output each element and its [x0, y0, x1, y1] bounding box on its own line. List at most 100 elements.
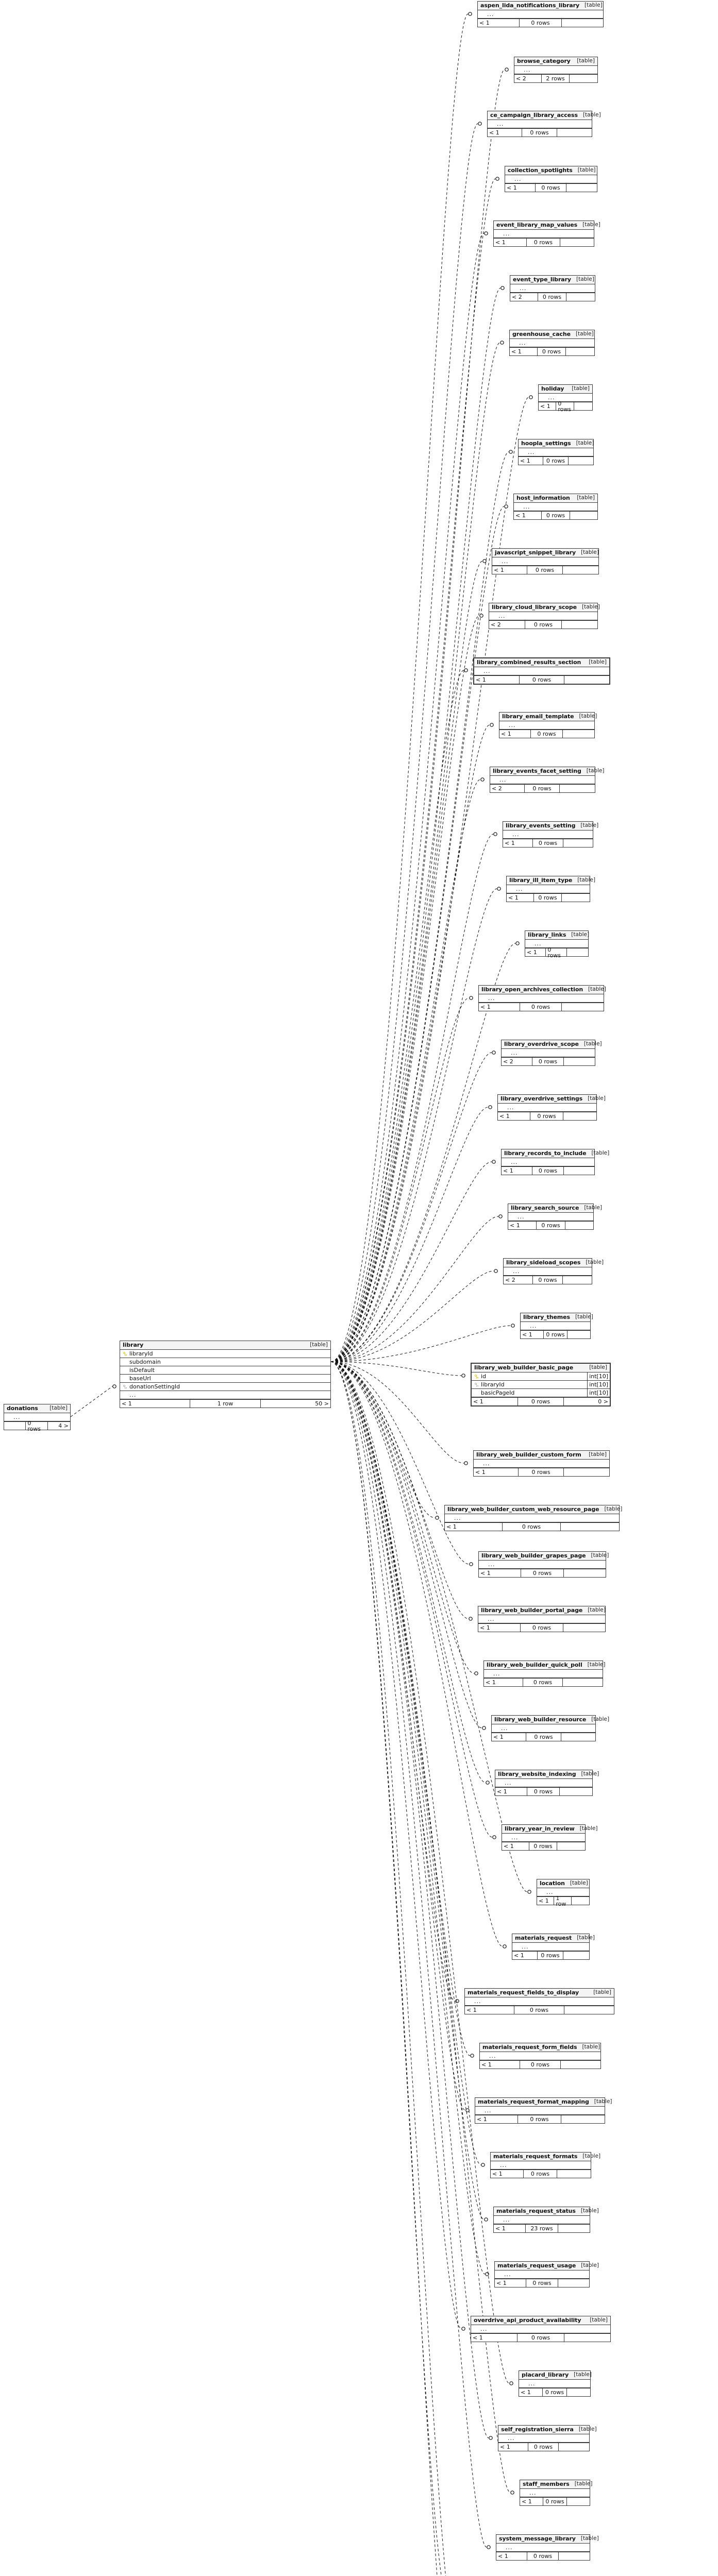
- footer-children-count[interactable]: [558, 2279, 589, 2287]
- footer-parents-count[interactable]: < 2: [510, 293, 539, 301]
- footer-parents-count[interactable]: < 1: [502, 1167, 533, 1175]
- footer-children-count[interactable]: [567, 1331, 590, 1338]
- footer-parents-count[interactable]: < 1: [510, 348, 538, 355]
- footer-children-count[interactable]: [561, 2115, 605, 2123]
- footer-parents-count[interactable]: < 1: [120, 1400, 191, 1408]
- footer-parents-count[interactable]: < 1: [496, 2552, 528, 2560]
- footer-parents-count[interactable]: < 1: [474, 1468, 519, 1476]
- footer-children-count[interactable]: [557, 1842, 585, 1850]
- footer-children-count[interactable]: [560, 785, 595, 792]
- footer-parents-count[interactable]: < 1: [503, 839, 533, 847]
- footer-children-count[interactable]: [564, 676, 609, 684]
- footer-parents-count[interactable]: < 1: [492, 566, 528, 574]
- entity-aspen_lida_notifications_library[interactable]: aspen_lida_notifications_library[table].…: [477, 1, 604, 27]
- footer-parents-count[interactable]: < 2: [490, 785, 525, 792]
- footer-parents-count[interactable]: < 1: [478, 1624, 521, 1632]
- footer-children-count[interactable]: [564, 1569, 606, 1577]
- footer-parents-count[interactable]: < 1: [494, 239, 527, 246]
- footer-children-count[interactable]: [561, 2061, 600, 2069]
- entity-library_web_builder_quick_poll[interactable]: library_web_builder_quick_poll[table]...…: [483, 1660, 605, 1687]
- footer-children-count[interactable]: [574, 402, 592, 410]
- footer-children-count[interactable]: [567, 2388, 590, 2396]
- footer-children-count[interactable]: [564, 1468, 609, 1476]
- footer-parents-count[interactable]: < 1: [539, 402, 557, 410]
- footer-parents-count[interactable]: < 1: [498, 2443, 529, 2451]
- footer-parents-count[interactable]: < 1: [479, 1569, 522, 1577]
- footer-children-count[interactable]: [563, 1679, 603, 1686]
- footer-children-count[interactable]: [557, 2170, 591, 2178]
- footer-children-count[interactable]: [570, 75, 597, 82]
- footer-children-count[interactable]: [562, 621, 597, 629]
- footer-children-count[interactable]: [569, 457, 593, 465]
- footer-children-count[interactable]: [559, 2443, 589, 2451]
- entity-library_open_archives_collection[interactable]: library_open_archives_collection[table].…: [478, 985, 606, 1011]
- footer-children-count[interactable]: [566, 348, 594, 355]
- footer-parents-count[interactable]: < 1: [492, 1733, 527, 1741]
- footer-parents-count[interactable]: < 1: [475, 2115, 519, 2123]
- entity-materials_request_form_fields[interactable]: materials_request_form_fields[table]...<…: [479, 2043, 601, 2069]
- footer-children-count[interactable]: [570, 512, 597, 519]
- footer-parents-count[interactable]: < 1: [488, 129, 523, 137]
- footer-parents-count[interactable]: < 1: [498, 1112, 531, 1120]
- footer-parents-count[interactable]: < 1: [499, 730, 531, 738]
- entity-library_web_builder_portal_page[interactable]: library_web_builder_portal_page[table]..…: [478, 1606, 606, 1632]
- footer-parents-count[interactable]: < 1: [484, 1679, 524, 1686]
- footer-children-count[interactable]: [564, 2334, 610, 2342]
- footer-children-count[interactable]: [557, 129, 592, 137]
- footer-children-count[interactable]: [562, 19, 603, 27]
- footer-children-count[interactable]: [562, 1003, 604, 1011]
- footer-parents-count[interactable]: < 2: [489, 621, 526, 629]
- footer-parents-count[interactable]: < 1: [495, 1788, 528, 1795]
- footer-parents-count[interactable]: < 1: [514, 512, 542, 519]
- footer-children-count[interactable]: 50 >: [315, 1400, 329, 1407]
- footer-children-count[interactable]: [564, 1167, 594, 1175]
- footer-children-count[interactable]: [566, 293, 595, 301]
- footer-parents-count[interactable]: < 2: [504, 1276, 533, 1284]
- column-row[interactable]: subdomain: [120, 1358, 330, 1366]
- footer-children-count[interactable]: [563, 566, 598, 574]
- footer-children-count[interactable]: [572, 1897, 589, 1905]
- column-row[interactable]: libraryId: [120, 1350, 330, 1358]
- footer-children-count[interactable]: [563, 1112, 596, 1120]
- footer-parents-count[interactable]: < 1: [512, 1952, 538, 1959]
- entity-library_web_builder_resource[interactable]: library_web_builder_resource[table]...< …: [491, 1715, 609, 1741]
- entity-library_web_builder_custom_web_resource_page[interactable]: library_web_builder_custom_web_resource_…: [444, 1505, 622, 1531]
- footer-children-count[interactable]: [560, 239, 594, 246]
- footer-children-count[interactable]: [567, 2498, 590, 2505]
- footer-children-count[interactable]: [564, 1058, 595, 1065]
- footer-children-count[interactable]: [563, 839, 593, 847]
- footer-parents-count[interactable]: < 1: [491, 2170, 524, 2178]
- footer-parents-count[interactable]: < 1: [494, 2225, 526, 2232]
- footer-children-count[interactable]: [560, 1788, 592, 1795]
- footer-parents-count[interactable]: < 1: [520, 2498, 544, 2505]
- footer-children-count[interactable]: [558, 2225, 590, 2232]
- footer-parents-count[interactable]: < 1: [508, 1222, 537, 1229]
- footer-parents-count[interactable]: < 1: [505, 184, 536, 192]
